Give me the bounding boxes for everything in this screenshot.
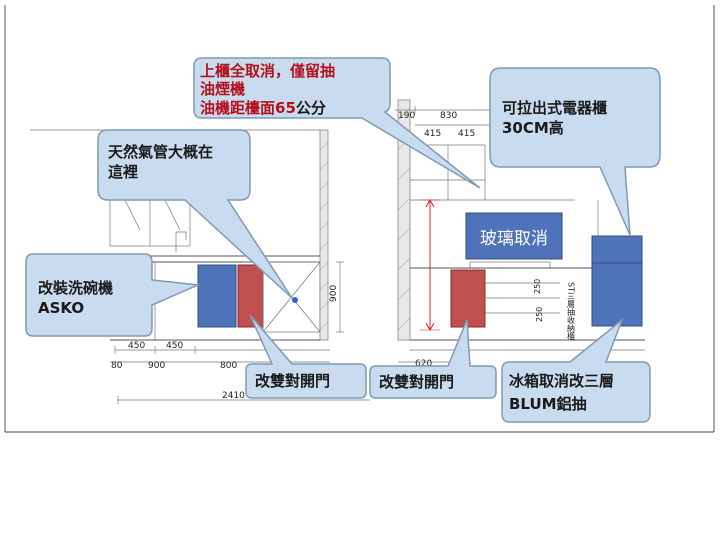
callout-range-hood: 上櫃全取消，僅留抽 油煙機 油機距檯面65公分 xyxy=(193,57,481,189)
callout-fridge: 冰箱取消改三層 BLUM鋁抽 xyxy=(501,317,651,423)
dim-250a: 250 xyxy=(533,279,542,294)
dim-190: 190 xyxy=(398,111,415,121)
faucet xyxy=(175,231,187,252)
double-door-right-block xyxy=(450,269,486,328)
dim-415a: 415 xyxy=(424,129,441,139)
fridge-line1: 冰箱取消改三層 xyxy=(509,372,614,390)
glass-cancel-label: 玻璃取消 xyxy=(480,229,548,249)
double-door-right-text: 改雙對開門 xyxy=(379,373,454,391)
dishwasher-block xyxy=(197,264,237,328)
callout-appliance-cabinet: 可拉出式電器櫃 30CM高 xyxy=(489,67,661,236)
dim-80: 80 xyxy=(111,361,123,371)
range-hood-line3: 油機距檯面65公分 xyxy=(200,99,326,117)
callout-double-door-right: 改雙對開門 xyxy=(369,319,497,399)
fridge-line2: BLUM鋁抽 xyxy=(509,395,587,413)
right-wall xyxy=(397,99,411,341)
dishwasher-line2: ASKO xyxy=(38,299,84,317)
dim-415b: 415 xyxy=(458,129,475,139)
callout-double-door-left: 改雙對開門 xyxy=(245,314,367,399)
range-hood-line1: 上櫃全取消，僅留抽 xyxy=(200,62,335,80)
appliance-cabinet-line2: 30CM高 xyxy=(502,119,564,137)
dim-830: 830 xyxy=(440,111,457,121)
fridge-block xyxy=(591,235,643,327)
dim-total-2410: 2410 xyxy=(222,391,245,401)
left-wall xyxy=(319,129,329,341)
appliance-cabinet-line1: 可拉出式電器櫃 xyxy=(502,99,607,117)
dim-800: 800 xyxy=(220,361,237,371)
cooktop xyxy=(469,261,551,269)
gas-pipe-line1: 天然氣管大概在 xyxy=(108,143,213,161)
dim-250b: 250 xyxy=(535,307,544,322)
dim-450b: 450 xyxy=(166,341,183,351)
dim-height-900: 900 xyxy=(329,285,339,302)
callout-gas-pipe: 天然氣管大概在 這裡 xyxy=(97,129,293,299)
gas-pipe-line2: 這裡 xyxy=(108,163,138,181)
gas-pipe-marker xyxy=(292,297,298,303)
side-vertical-text: ST三層抽收納櫃 xyxy=(567,282,576,341)
double-door-left-text: 改雙對開門 xyxy=(255,372,330,390)
dishwasher-line1: 改裝洗碗機 xyxy=(38,279,113,297)
callout-dishwasher: 改裝洗碗機 ASKO xyxy=(25,253,201,337)
dim-450a: 450 xyxy=(128,341,145,351)
dim-900: 900 xyxy=(148,361,165,371)
glass-panel xyxy=(465,212,563,260)
dim-620: 620 xyxy=(415,359,432,369)
range-hood-line2: 油煙機 xyxy=(200,80,245,98)
right-elevation: 190 830 415 415 玻璃取消 250 250 ST三層抽收納櫃 62… xyxy=(395,99,645,369)
